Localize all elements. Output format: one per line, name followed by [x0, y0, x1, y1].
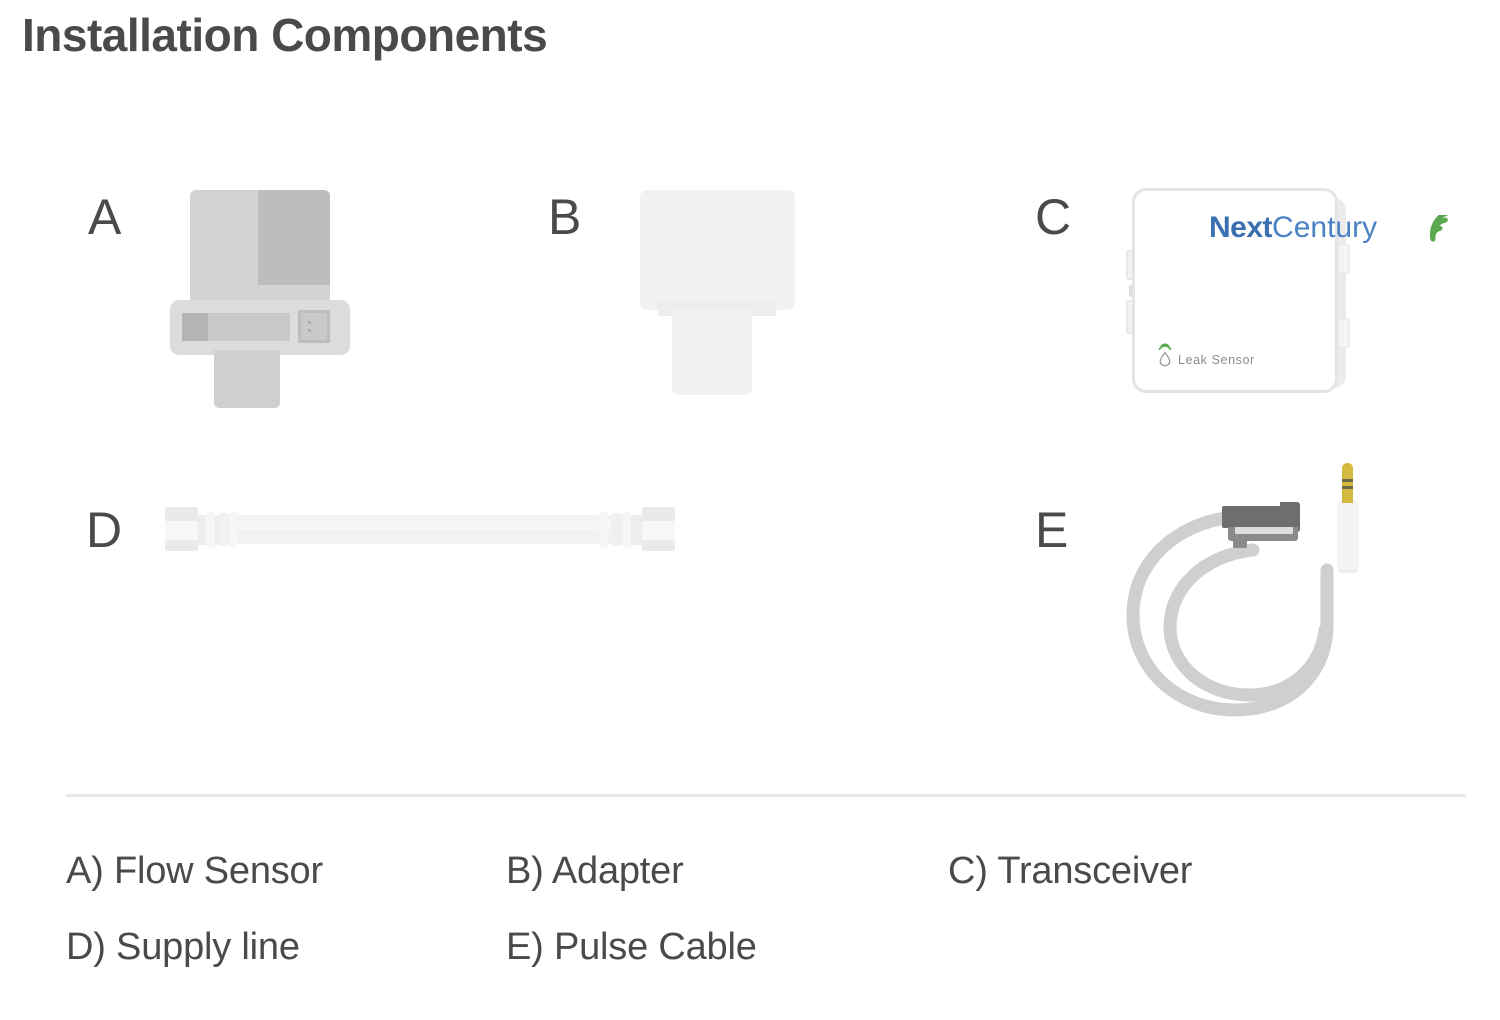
- pulse-cable-connector-slot: [1235, 527, 1293, 534]
- supply-line-nut-face: [642, 521, 675, 540]
- legend-item-d: D) Supply line: [66, 926, 300, 968]
- supply-line-end-nut: [642, 507, 675, 551]
- transceiver-body: NextCentury: [1132, 188, 1454, 393]
- components-diagram: A B C NextCentury: [0, 130, 1500, 770]
- supply-line-ring: [229, 511, 238, 548]
- legend-row: A) Flow Sensor B) Adapter C) Transceiver: [0, 850, 1500, 926]
- nextcentury-logo: NextCentury: [1209, 209, 1454, 244]
- pulse-cable-jack-tip: [1342, 463, 1353, 503]
- leak-sensor-label: Leak Sensor: [1178, 353, 1255, 367]
- item-letter-c: C: [1035, 189, 1072, 245]
- supply-line-collar: [218, 513, 229, 546]
- signal-arc-icon: [1429, 209, 1459, 248]
- adapter-head: [640, 190, 795, 310]
- legend-item-e: E) Pulse Cable: [506, 926, 757, 968]
- supply-line-illustration: [165, 505, 675, 555]
- page-title: Installation Components: [22, 9, 548, 61]
- supply-line-hose-highlight: [225, 521, 615, 530]
- transceiver-illustration: NextCentury: [1000, 188, 1454, 403]
- connector-pin-dot: [308, 321, 311, 324]
- supply-line-nut-face: [165, 521, 198, 540]
- item-letter-b: B: [548, 189, 582, 245]
- adapter-stem: [672, 310, 752, 395]
- pulse-cable-coil: [1126, 510, 1334, 717]
- item-letter-d: D: [86, 502, 123, 558]
- pulse-cable-illustration: [1115, 455, 1395, 745]
- flow-sensor-body-shade: [258, 190, 330, 285]
- legend-item-a: A) Flow Sensor: [66, 850, 323, 892]
- transceiver-right-tab: [1337, 244, 1350, 274]
- pulse-cable-jack-ring: [1342, 479, 1353, 482]
- legend: A) Flow Sensor B) Adapter C) Transceiver…: [0, 850, 1500, 1002]
- pulse-cable-jack-housing: [1337, 499, 1359, 569]
- pulse-cable-connector-nose: [1280, 502, 1300, 532]
- pulse-cable-jack-ring: [1342, 486, 1353, 489]
- flow-sensor-stem: [214, 350, 280, 408]
- leak-sensor-droplet-icon: [1157, 343, 1173, 367]
- supply-line-ring: [622, 511, 631, 548]
- logo-word-next: Next: [1209, 211, 1273, 244]
- supply-line-ring: [599, 511, 608, 548]
- pulse-cable-connector-tab: [1233, 539, 1247, 548]
- legend-item-c: C) Transceiver: [948, 850, 1193, 892]
- flow-sensor-display-dark: [182, 313, 208, 341]
- logo-word-century: Century: [1272, 211, 1378, 244]
- transceiver-right-tab: [1337, 318, 1350, 348]
- transceiver-left-button: [1129, 285, 1134, 297]
- connector-pin-dot: [308, 329, 311, 332]
- supply-line-collar: [611, 513, 622, 546]
- adapter-illustration: [630, 190, 795, 395]
- leak-sensor-status: Leak Sensor: [1157, 343, 1255, 367]
- item-letter-a: A: [88, 189, 122, 245]
- supply-line-end-nut: [165, 507, 198, 551]
- flow-sensor-connector-port: [298, 310, 330, 343]
- flow-sensor-display-light: [208, 313, 290, 341]
- item-letter-e: E: [1035, 502, 1069, 558]
- flow-sensor-illustration: [170, 190, 350, 408]
- supply-line-ring: [206, 511, 215, 548]
- legend-item-b: B) Adapter: [506, 850, 684, 892]
- legend-row: D) Supply line E) Pulse Cable: [0, 926, 1500, 1002]
- section-divider: [66, 794, 1466, 797]
